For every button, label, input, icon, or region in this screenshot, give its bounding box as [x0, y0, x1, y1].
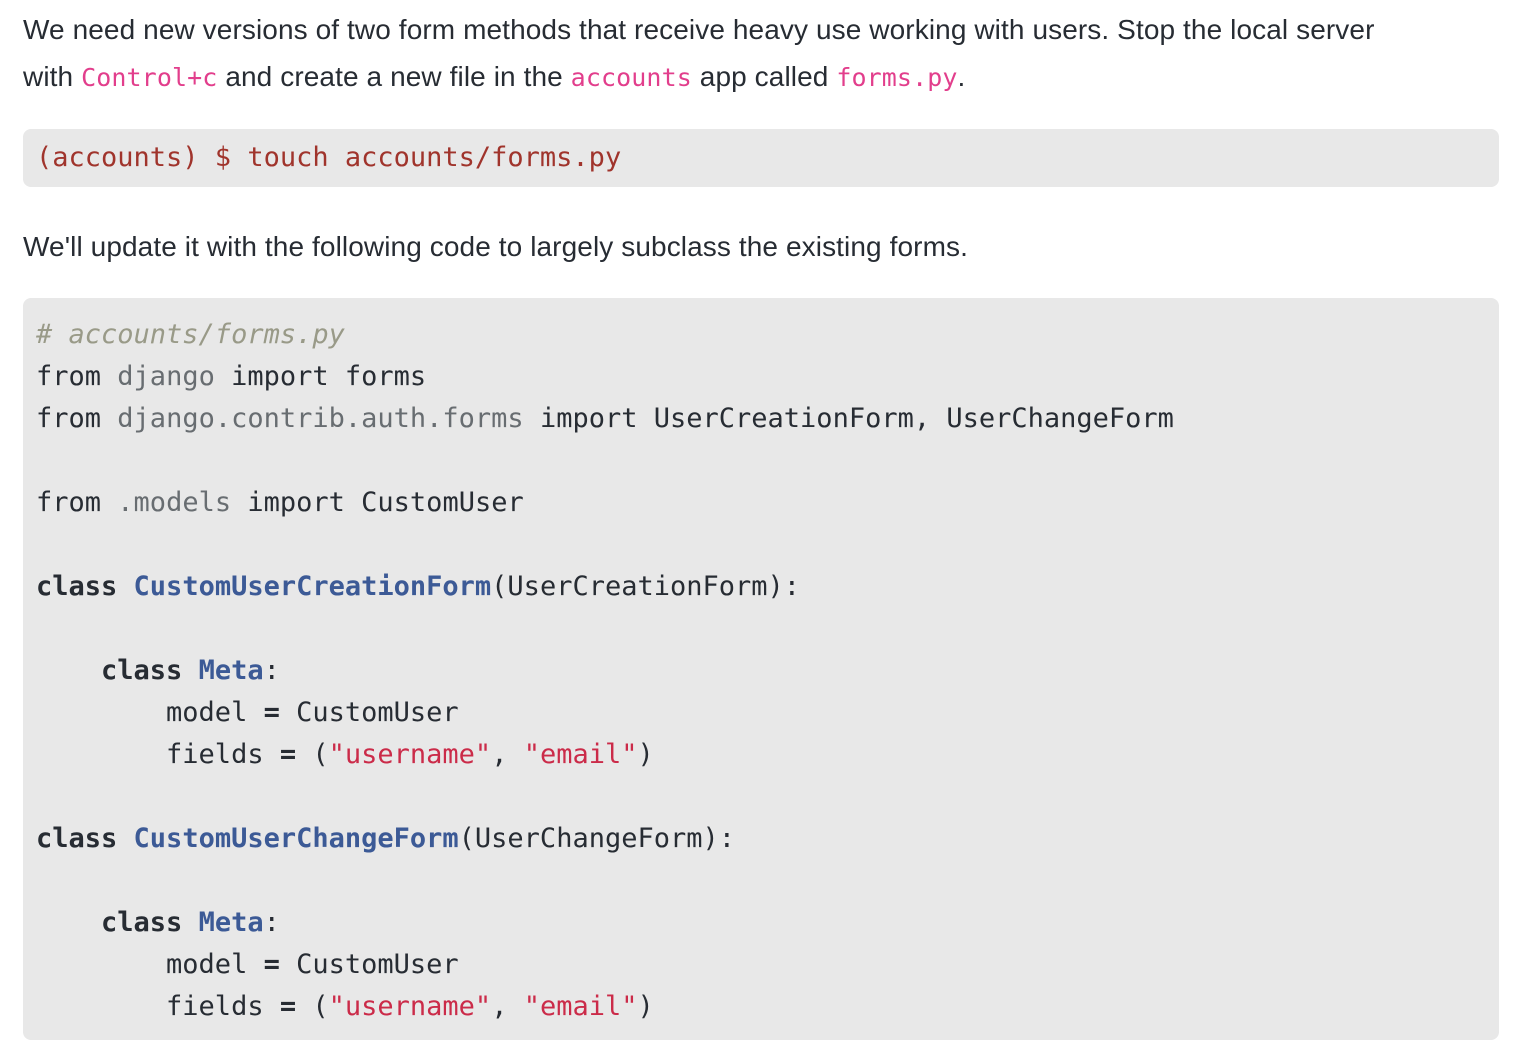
code-token: CustomUser — [279, 949, 459, 980]
code-token: class — [101, 655, 183, 686]
code-token — [101, 361, 117, 392]
code-token — [117, 571, 133, 602]
shell-code-block: (accounts) $ touch accounts/forms.py — [23, 129, 1499, 187]
code-token: Meta — [198, 655, 264, 686]
code-token: import — [539, 403, 638, 434]
code-token: django — [117, 361, 215, 392]
code-token — [524, 403, 540, 434]
code-token — [36, 907, 101, 938]
code-token: = — [279, 739, 297, 770]
code-token — [101, 487, 117, 518]
code-token: "email" — [523, 991, 638, 1022]
code-token: (accounts) $ touch accounts/forms.py — [36, 142, 622, 173]
code-token: django.contrib.auth.forms — [117, 403, 524, 434]
code-token: (UserCreationForm): — [491, 571, 801, 602]
code-token: class — [101, 907, 183, 938]
code-token — [182, 655, 198, 686]
code-token: CustomUserChangeForm — [133, 823, 459, 854]
inline-code: Control+c — [81, 63, 218, 92]
code-token: : — [263, 655, 280, 686]
code-token: Meta — [198, 907, 264, 938]
code-token: ) — [637, 991, 654, 1022]
code-token: class — [36, 823, 118, 854]
code-token: , — [491, 991, 524, 1022]
code-token: forms — [328, 361, 427, 392]
code-token: fields — [36, 991, 280, 1022]
code-token: from — [36, 361, 102, 392]
code-token: .models — [117, 487, 232, 518]
code-token — [215, 361, 231, 392]
python-code-block: # accounts/forms.py from django import f… — [23, 298, 1499, 1040]
subclass-paragraph: We'll update it with the following code … — [23, 231, 968, 262]
code-token: CustomUserCreationForm — [133, 571, 492, 602]
code-token: ( — [296, 739, 329, 770]
code-token: , — [491, 739, 524, 770]
document-content: We need new versions of two form methods… — [23, 6, 1499, 1040]
inline-code: accounts — [570, 63, 692, 92]
code-token: CustomUser — [279, 697, 459, 728]
code-token — [231, 487, 247, 518]
code-token: "email" — [523, 739, 638, 770]
code-token: fields — [36, 739, 280, 770]
code-token: CustomUser — [344, 487, 524, 518]
code-token: model — [36, 949, 264, 980]
code-token: import — [247, 487, 345, 518]
intro-paragraph: We need new versions of two form methods… — [23, 14, 1375, 92]
code-token: model — [36, 697, 264, 728]
code-token: = — [263, 949, 280, 980]
code-token: ( — [296, 991, 329, 1022]
code-token: : — [263, 907, 280, 938]
code-token: = — [279, 991, 297, 1022]
code-token: (UserChangeForm): — [458, 823, 735, 854]
code-token: from — [36, 487, 102, 518]
code-token: class — [36, 571, 118, 602]
code-token: "username" — [328, 991, 492, 1022]
code-token: import — [231, 361, 329, 392]
code-token: = — [263, 697, 280, 728]
code-token: # accounts/forms.py — [36, 319, 345, 350]
code-token: from — [36, 403, 102, 434]
code-token — [117, 823, 133, 854]
code-token — [101, 403, 117, 434]
code-token — [182, 907, 198, 938]
code-token: UserCreationForm, UserChangeForm — [637, 403, 1174, 434]
code-token: "username" — [328, 739, 492, 770]
inline-code: forms.py — [836, 63, 958, 92]
code-token — [36, 655, 101, 686]
code-token: ) — [637, 739, 654, 770]
